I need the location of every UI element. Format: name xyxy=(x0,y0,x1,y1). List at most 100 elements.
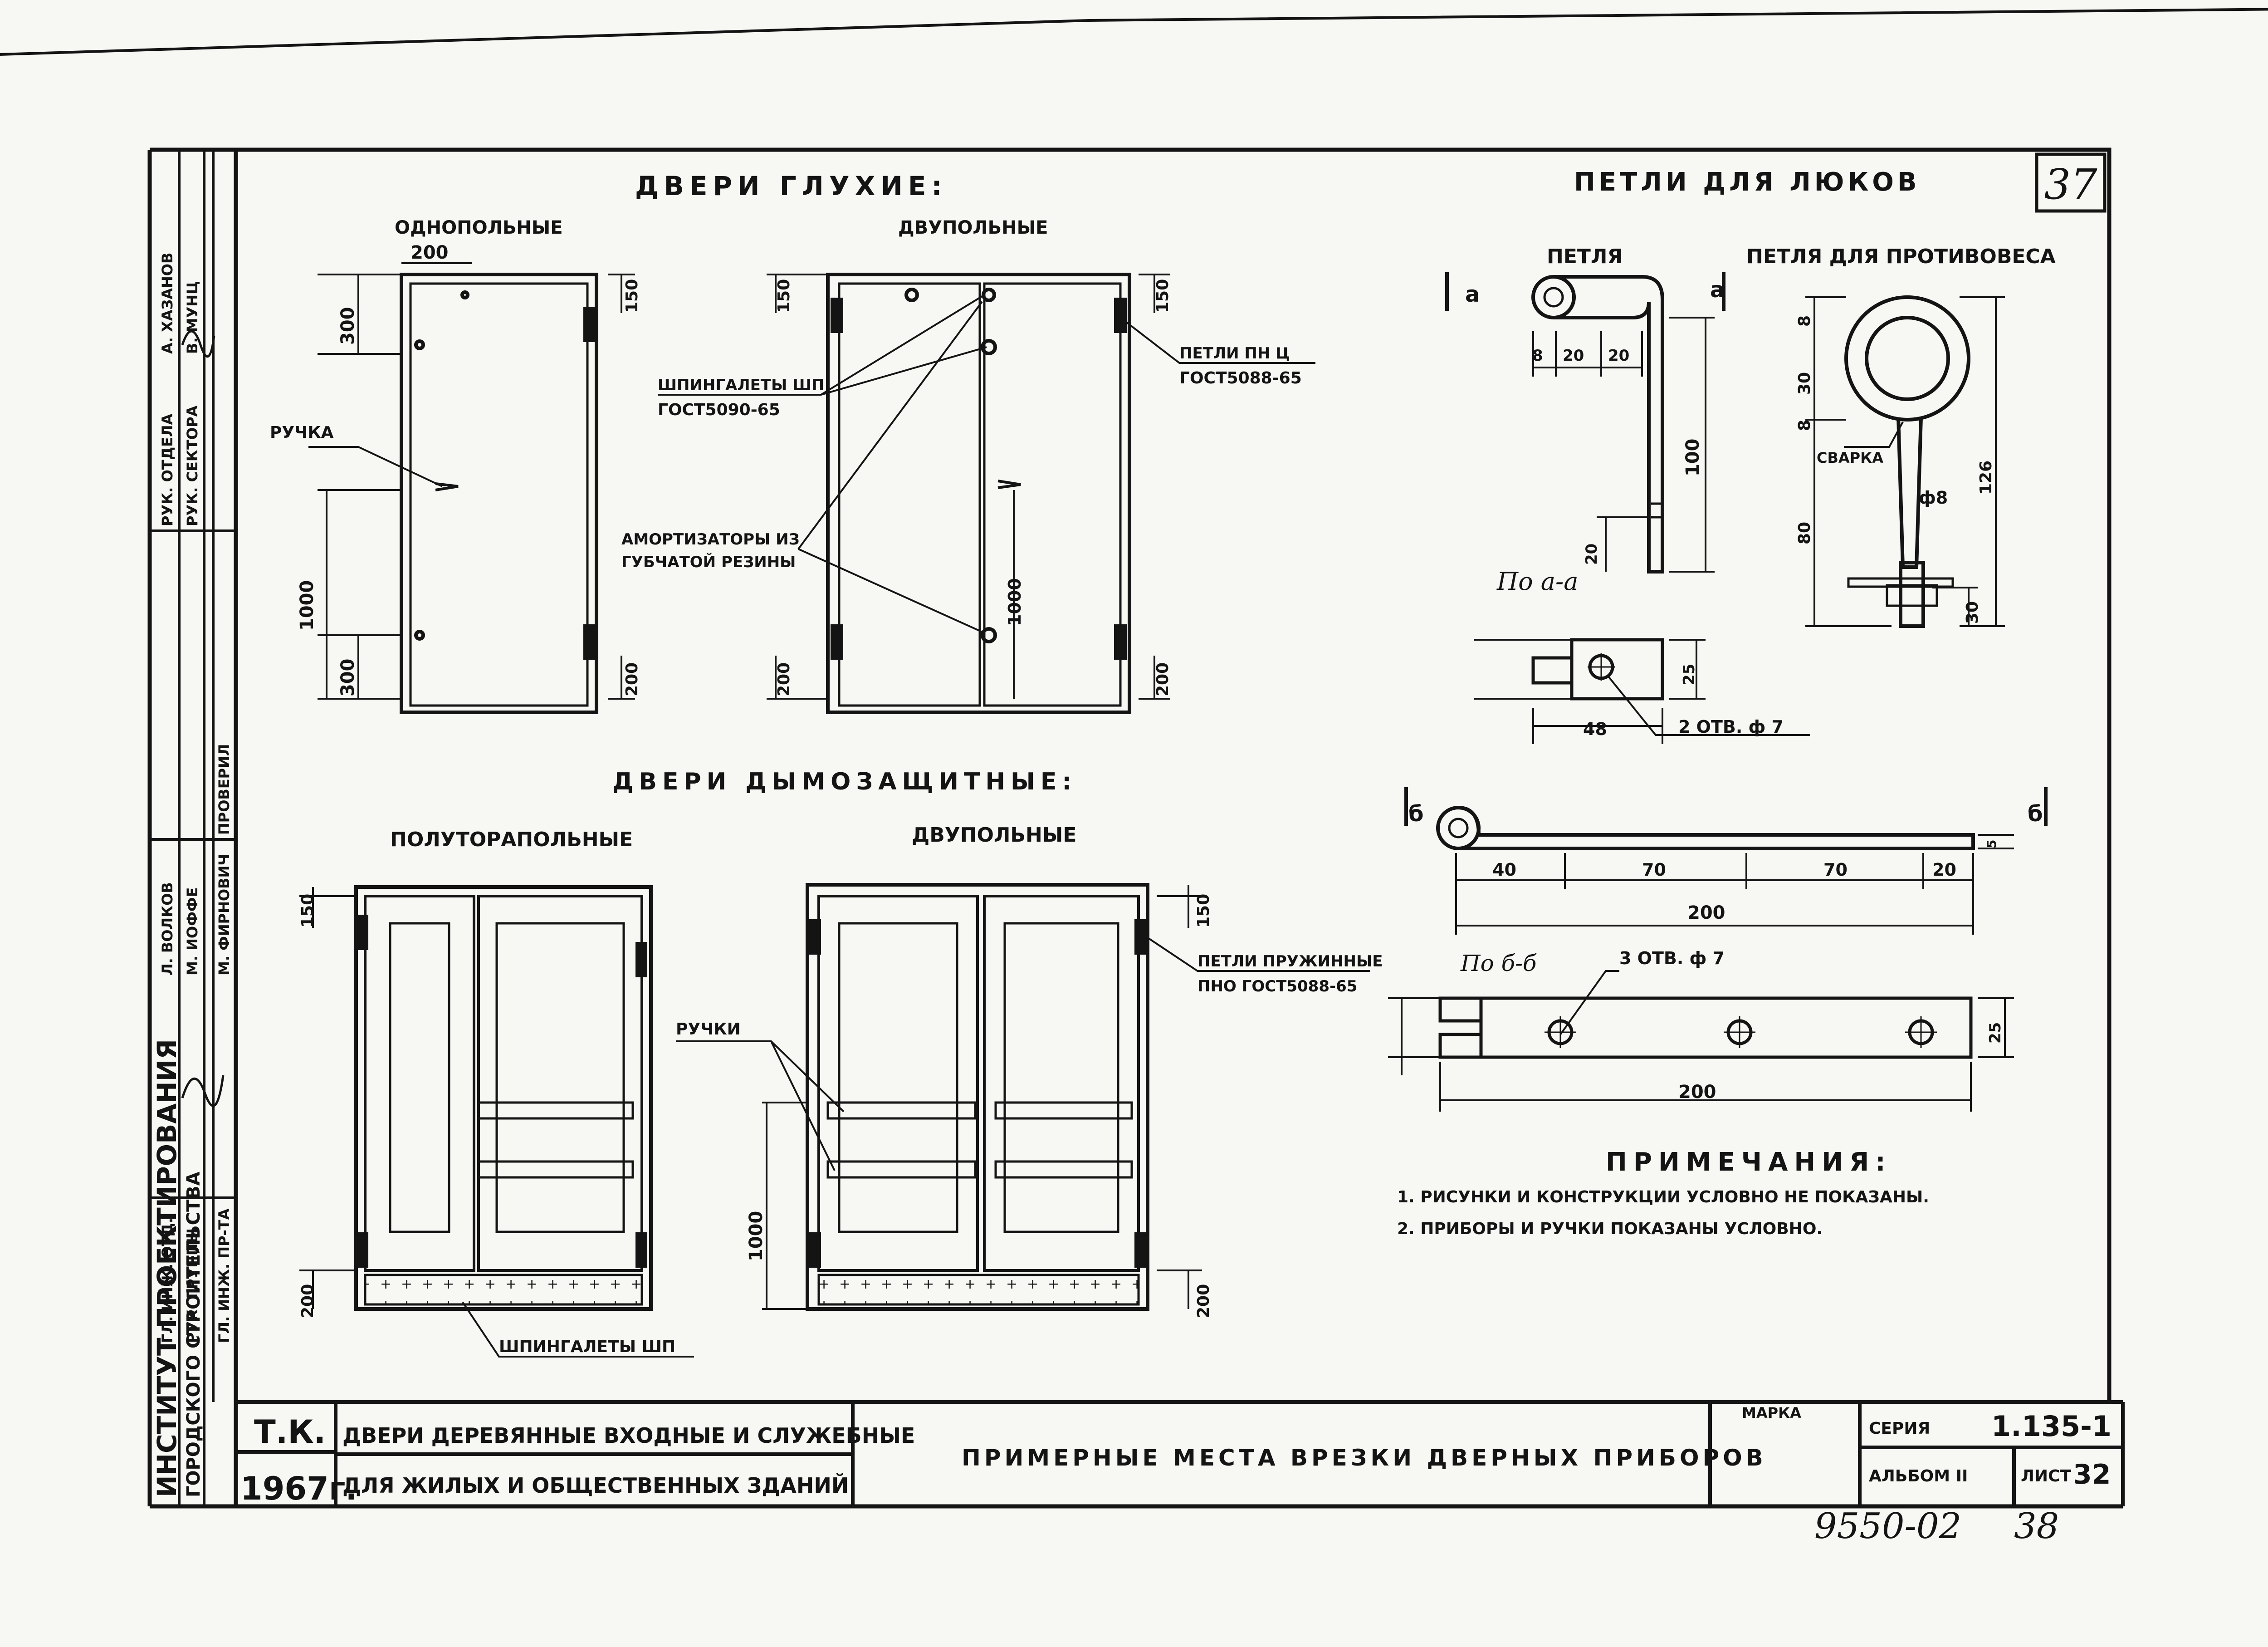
dims-double-leaf xyxy=(767,274,1170,700)
dim-aa-48: 48 xyxy=(1583,719,1607,739)
title-block xyxy=(236,1400,2125,1506)
title-blind-doors: ДВЕРИ ГЛУХИЕ: xyxy=(635,171,948,201)
dim-hinge-20b: 20 xyxy=(1608,347,1629,365)
dim-200-left: 200 xyxy=(775,662,793,696)
label-three-holes: 3 ОТВ. ф 7 xyxy=(1619,948,1725,968)
dim-150-top: 150 xyxy=(623,279,641,313)
side-checked: ПРОВЕРИЛ xyxy=(215,744,233,835)
title-year: 1967г. xyxy=(240,1470,357,1507)
note-2: 2. ПРИБОРЫ И РУЧКИ ПОКАЗАНЫ УСЛОВНО. xyxy=(1397,1220,1823,1238)
dim-bb-200: 200 xyxy=(1678,1082,1716,1103)
long-hinge-drawing xyxy=(1404,787,2048,850)
label-handles: РУЧКИ xyxy=(676,1020,741,1039)
dim-lh-40: 40 xyxy=(1492,860,1516,880)
dim-cw-30b: 30 xyxy=(1963,601,1982,624)
mark-b-right: б xyxy=(2028,801,2043,827)
title-one-half-leaf: ПОЛУТОРАПОЛЬНЫЕ xyxy=(390,828,633,851)
title-sheet-value: 32 xyxy=(2073,1459,2111,1490)
title-single-leaf: ОДНОПОЛЬНЫЕ xyxy=(395,217,563,238)
title-name-2: ДЛЯ ЖИЛЫХ И ОБЩЕСТВЕННЫХ ЗДАНИЙ xyxy=(342,1473,849,1498)
dim-lh-200: 200 xyxy=(1687,902,1725,923)
title-tk: Т.К. xyxy=(254,1413,326,1451)
door-double-leaf xyxy=(826,273,1131,714)
dim-1000-smoke: 1000 xyxy=(746,1211,767,1261)
sheet-number-box xyxy=(2035,152,2107,213)
dim-150-right: 150 xyxy=(1154,279,1172,313)
section-bb-plate xyxy=(1438,996,1973,1059)
label-shock-2: ГУБЧАТОЙ РЕЗИНЫ xyxy=(621,553,796,571)
title-double-leaf: ДВУПОЛЬНЫЕ xyxy=(898,217,1048,238)
label-latches: ШПИНГАЛЕТЫ ШП xyxy=(658,376,825,394)
door-one-half-leaf xyxy=(354,885,653,1311)
scan-edge xyxy=(0,8,2268,56)
side-r3: ГЛ. ИНЖ. ОТД. xyxy=(159,1218,176,1343)
title-sheet-title: ПРИМЕРНЫЕ МЕСТА ВРЕЗКИ ДВЕРНЫХ ПРИБОРОВ xyxy=(962,1445,1767,1471)
side-stamp: ИНСТИТУТ ПРОЕКТИРОВАНИЯ ГОРОДСКОГО СТРОИ… xyxy=(150,150,236,1506)
side-r2: РУК. СЕКТОРА xyxy=(184,405,201,526)
leader-spring xyxy=(1142,934,1370,972)
label-section-aa: По а-а xyxy=(1496,567,1578,596)
side-r4: РУК. ГРУППЫ xyxy=(184,1228,201,1343)
dim-lh-20: 20 xyxy=(1932,860,1956,880)
note-1: 1. РИСУНКИ И КОНСТРУКЦИИ УСЛОВНО НЕ ПОКА… xyxy=(1397,1188,1929,1206)
dim-300-top: 300 xyxy=(337,307,358,345)
title-series-value: 1.135-1 xyxy=(1991,1410,2112,1443)
door-double-smoke xyxy=(806,883,1149,1311)
title-hatch-hinges: ПЕТЛИ ДЛЯ ЛЮКОВ xyxy=(1574,167,1921,197)
signature-scribble xyxy=(181,330,225,1107)
dim-cw-126: 126 xyxy=(1977,461,1995,495)
title-counterweight-hinge: ПЕТЛЯ ДЛЯ ПРОТИВОВЕСА xyxy=(1746,245,2056,268)
dim-cw-8a: 8 xyxy=(1795,315,1814,327)
title-sheet-label: ЛИСТ xyxy=(2021,1467,2071,1485)
dim-lh-70a: 70 xyxy=(1642,860,1666,880)
title-double-leaf-smoke: ДВУПОЛЬНЫЕ xyxy=(912,824,1076,847)
dim-hinge-8: 8 xyxy=(1532,347,1543,365)
label-shock-1: АМОРТИЗАТОРЫ ИЗ xyxy=(621,530,800,549)
label-hinges-gost: ГОСТ5088-65 xyxy=(1179,369,1302,387)
side-org-2: ГОРОДСКОГО СТРОИТЕЛЬСТВА xyxy=(183,1172,204,1497)
side-r2-name: В. МУНЦ xyxy=(184,281,201,354)
label-handle: РУЧКА xyxy=(270,423,334,442)
dim-300-bottom: 300 xyxy=(337,659,358,697)
dim-150-smoke-left: 150 xyxy=(298,894,317,928)
dim-200-bottom: 200 xyxy=(623,662,641,696)
label-spring-2: ПНО ГОСТ5088-65 xyxy=(1198,977,1357,995)
dims-section-aa xyxy=(1474,639,1810,744)
dim-hinge-20v: 20 xyxy=(1583,544,1601,565)
leader-three-holes xyxy=(1559,970,1619,1035)
hinge-drawing xyxy=(1445,272,1725,574)
label-spring-1: ПЕТЛИ ПРУЖИННЫЕ xyxy=(1198,952,1383,971)
dim-cw-phi8: ф8 xyxy=(1919,488,1948,508)
dim-cw-30: 30 xyxy=(1795,372,1814,395)
title-mark-label: МАРКА xyxy=(1742,1404,1801,1422)
sheet-number: 37 xyxy=(2044,160,2097,209)
dim-1000: 1000 xyxy=(297,580,318,631)
dim-cw-80: 80 xyxy=(1795,522,1814,544)
dim-aa-25: 25 xyxy=(1680,664,1698,685)
dim-150-left: 150 xyxy=(775,279,793,313)
side-r5: ГЛ. ИНЖ. ПР-ТА xyxy=(215,1208,233,1343)
dim-bb-25: 25 xyxy=(1986,1022,2004,1044)
leaders-double-leaf xyxy=(658,294,1315,634)
title-hinge: ПЕТЛЯ xyxy=(1547,245,1623,268)
side-r3-name: Л. ВОЛКОВ xyxy=(159,882,176,975)
dim-200-right: 200 xyxy=(1154,662,1172,696)
title-name-1: ДВЕРИ ДЕРЕВЯННЫЕ ВХОДНЫЕ И СЛУЖЕБНЫЕ xyxy=(342,1423,915,1448)
title-series-label: СЕРИЯ xyxy=(1869,1419,1930,1438)
dims-hinge xyxy=(1532,317,1715,573)
dims-section-bb xyxy=(1388,997,2014,1112)
title-smoke-doors: ДВЕРИ ДЫМОЗАЩИТНЫЕ: xyxy=(612,768,1077,795)
leader-handles xyxy=(676,1040,845,1171)
dims-single-leaf xyxy=(318,262,635,700)
dims-double-smoke xyxy=(762,885,1202,1310)
dims-long-hinge xyxy=(1455,834,2014,935)
dims-one-half-leaf xyxy=(299,887,356,1309)
side-r1-name: А. ХАЗАНОВ xyxy=(159,253,176,354)
mark-b-left: б xyxy=(1408,801,1424,827)
dim-hinge-100: 100 xyxy=(1682,439,1703,477)
counterweight-hinge-drawing xyxy=(1844,295,1970,628)
dim-lh-5: 5 xyxy=(1984,840,1999,848)
label-section-bb: По б-б xyxy=(1460,950,1537,976)
dim-cw-8b: 8 xyxy=(1795,420,1814,431)
dim-lh-70b: 70 xyxy=(1823,860,1848,880)
